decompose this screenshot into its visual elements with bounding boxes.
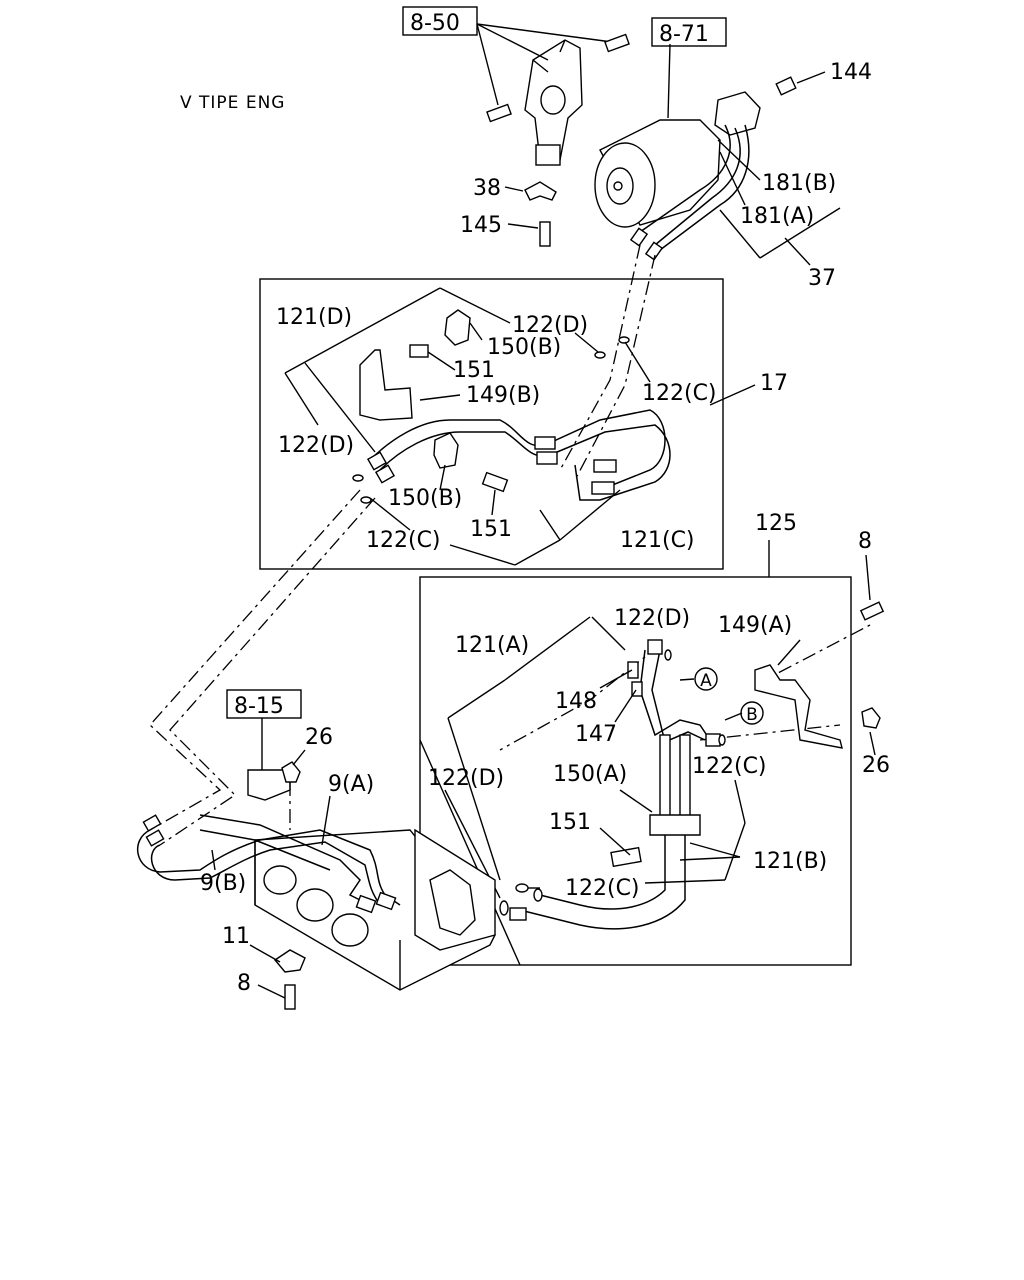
label-122c-top: 122(C)	[642, 381, 717, 406]
label-181a: 181(A)	[740, 204, 814, 229]
callout-labels: 144 181(B) 181(A) 37 38 145 121(D) 122(D…	[200, 60, 890, 996]
label-181b: 181(B)	[762, 171, 836, 196]
label-122d-left: 122(D)	[278, 433, 354, 458]
label-122c-low: 122(C)	[565, 876, 640, 901]
label-122d-low: 122(D)	[428, 766, 504, 791]
label-26-right: 26	[862, 753, 890, 778]
label-150b-mid: 150(B)	[388, 486, 462, 511]
compressor	[594, 43, 826, 228]
label-149a: 149(A)	[718, 613, 792, 638]
ref-label-8-50: 8-50	[410, 11, 460, 36]
pipe-dash-left	[149, 489, 361, 831]
ref-label-8-15: 8-15	[234, 694, 284, 719]
pipe-dash-upper-2	[574, 254, 656, 481]
label-122d-r: 122(D)	[614, 606, 690, 631]
label-144: 144	[830, 60, 872, 85]
label-121b: 121(B)	[753, 849, 827, 874]
label-145: 145	[460, 213, 502, 238]
pipe-dash-upper	[559, 244, 641, 471]
label-122c-r: 122(C)	[692, 754, 767, 779]
label-17: 17	[760, 371, 788, 396]
label-8-right: 8	[858, 529, 872, 554]
marker-A	[694, 667, 718, 691]
label-37: 37	[808, 266, 836, 291]
label-26-left: 26	[305, 725, 333, 750]
ref-box-8-50[interactable]: 8-50	[402, 6, 478, 36]
label-122d-top: 122(D)	[512, 313, 588, 338]
compressor-bracket	[476, 23, 630, 166]
hose-181	[629, 124, 841, 266]
marker-A-label: A	[700, 671, 712, 691]
ref-box-8-15[interactable]: 8-15	[226, 689, 302, 719]
engine-block	[247, 718, 496, 991]
part-38-clip	[504, 181, 557, 247]
group-125-parts: A B	[419, 540, 885, 966]
label-150b-top: 150(B)	[487, 335, 561, 360]
marker-B-label: B	[746, 705, 758, 725]
pipe-dash-right	[699, 724, 841, 741]
label-9a: 9(A)	[328, 772, 374, 797]
label-148: 148	[555, 689, 597, 714]
label-151-r: 151	[549, 810, 591, 835]
group-frame-125	[419, 576, 852, 966]
label-8-left: 8	[237, 971, 251, 996]
ref-label-8-71: 8-71	[659, 22, 709, 47]
label-38: 38	[473, 176, 501, 201]
label-121c: 121(C)	[620, 528, 695, 553]
label-125: 125	[755, 511, 797, 536]
group-17-parts	[284, 287, 756, 566]
label-151-mid: 151	[470, 517, 512, 542]
pipe-dash-left-2	[159, 497, 376, 846]
label-151-top: 151	[453, 358, 495, 383]
label-9b: 9(B)	[200, 871, 246, 896]
ref-box-8-71[interactable]: 8-71	[651, 17, 727, 47]
label-122c-bot: 122(C)	[366, 528, 441, 553]
label-150a: 150(A)	[553, 762, 627, 787]
group-frame-17	[259, 278, 724, 570]
label-147: 147	[575, 722, 617, 747]
pipe-9	[136, 749, 401, 1010]
diagram-title: V TIPE ENG	[180, 93, 285, 113]
label-121d-top: 121(D)	[276, 305, 352, 330]
label-149b: 149(B)	[466, 383, 540, 408]
label-11: 11	[222, 924, 250, 949]
label-121a: 121(A)	[455, 633, 529, 658]
